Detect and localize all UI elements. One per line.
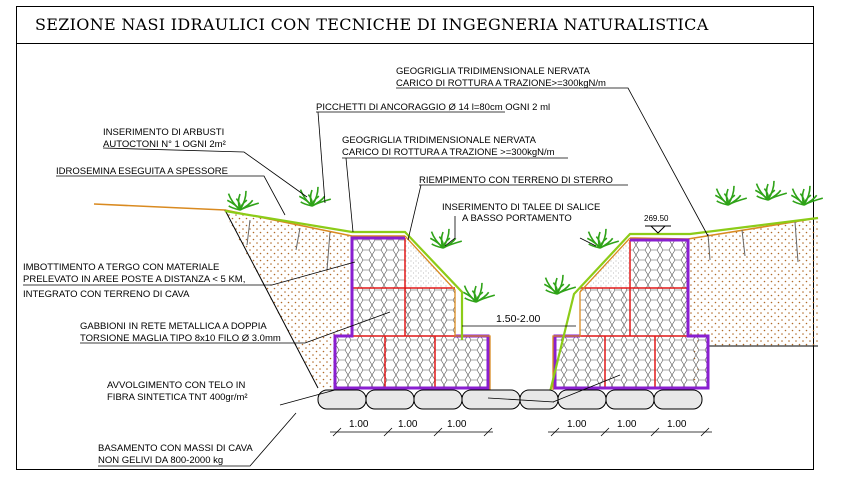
label-picchetti: PICCHETTI DI ANCORAGGIO Ø 14 l=80cm OGNI… — [316, 102, 550, 113]
right-geogrid — [548, 216, 819, 393]
title-bar: SEZIONE NASI IDRAULICI CON TECNICHE DI I… — [17, 7, 813, 44]
dim-right-2: 1.00 — [617, 419, 637, 430]
label-gabbioni-1: GABBIONI IN RETE METALLICA A DOPPIA — [80, 321, 267, 332]
plant-icon — [226, 190, 260, 211]
label-gabbioni-2: TORSIONE MAGLIA TIPO 8x10 FILO Ø 3.0mm — [80, 333, 281, 344]
gap-value: 1.50-2.00 — [496, 313, 541, 325]
right-dimension-line — [548, 427, 712, 437]
plant-icon — [298, 186, 332, 207]
label-riempimento: RIEMPIMENTO CON TERRENO DI STERRO — [419, 175, 613, 186]
elevation-marker: 269.50 — [644, 214, 671, 234]
label-avvolg-2: FIBRA SINTETICA TNT 400gr/m² — [107, 392, 248, 403]
plant-icon — [586, 228, 620, 249]
plant-icon — [714, 185, 748, 206]
label-arbusti-2: AUTOCTONI N° 1 OGNI 2m² — [103, 139, 226, 150]
label-imbott-3: INTEGRATO CON TERRENO DI CAVA — [23, 289, 190, 300]
label-idrosemina: IDROSEMINA ESEGUITA A SPESSORE — [56, 166, 228, 177]
label-geo-left-1: GEOGRIGLIA TRIDIMENSIONALE NERVATA — [342, 135, 537, 146]
dim-left-2: 1.00 — [398, 419, 418, 430]
label-imbott-2: PRELEVATO IN AREE POSTE A DISTANZA < 5 K… — [23, 274, 245, 285]
gap-dimension: 1.50-2.00 — [462, 313, 576, 327]
label-geo-right-2: CARICO DI ROTTURA A TRAZIONE>=300kgN/m — [396, 78, 606, 89]
label-imbott-1: IMBOTTIMENTO A TERGO CON MATERIALE — [23, 262, 219, 273]
dim-right-1: 1.00 — [567, 419, 587, 430]
label-arbusti-1: INSERIMENTO DI ARBUSTI — [103, 127, 224, 138]
dim-left-3: 1.00 — [447, 419, 467, 430]
label-geo-right-1: GEOGRIGLIA TRIDIMENSIONALE NERVATA — [396, 66, 591, 77]
drawing-title: SEZIONE NASI IDRAULICI CON TECNICHE DI I… — [35, 15, 709, 34]
label-talee-1: INSERIMENTO DI TALEE DI SALICE — [442, 202, 600, 213]
elevation-value: 269.50 — [644, 214, 669, 223]
plant-icon — [462, 282, 496, 303]
left-dimension-line — [330, 427, 493, 437]
plant-icon — [754, 180, 788, 201]
left-gabion-stack — [333, 235, 491, 390]
label-basamento-1: BASAMENTO CON MASSI DI CAVA — [98, 443, 253, 454]
label-geo-left-2: CARICO DI ROTTURA A TRAZIONE >=300kgN/m — [342, 147, 555, 158]
dim-left-1: 1.00 — [349, 419, 369, 430]
right-gabion-stack — [552, 237, 710, 390]
left-geogrid — [224, 209, 464, 340]
anchor-stakes — [246, 219, 799, 271]
left-ground-line — [93, 203, 405, 237]
plants-group — [226, 180, 824, 303]
leader-lines — [23, 87, 709, 467]
left-backfill-soil — [223, 210, 352, 388]
label-avvolg-1: AVVOLGIMENTO CON TELO IN — [107, 380, 245, 391]
plant-icon — [543, 274, 577, 295]
plant-icon — [429, 228, 463, 249]
label-talee-2: A BASSO PORTAMENTO — [462, 213, 572, 224]
label-basamento-2: NON GELIVI DA 800-2000 kg — [98, 455, 223, 466]
left-slope-line — [224, 209, 319, 389]
plant-icon — [790, 185, 824, 206]
dim-right-3: 1.00 — [667, 419, 687, 430]
